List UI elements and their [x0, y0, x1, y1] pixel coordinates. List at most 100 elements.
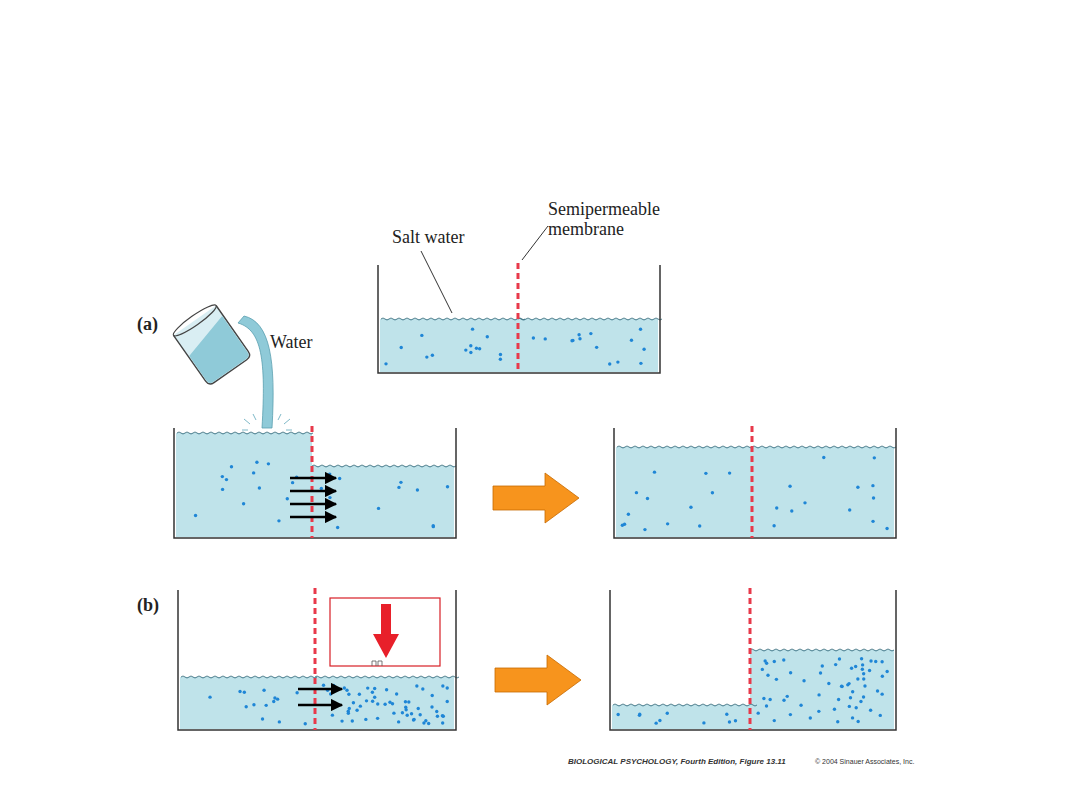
salt-particle [768, 698, 771, 701]
salt-particle [643, 528, 646, 531]
salt-particle [399, 481, 402, 484]
salt-particle [388, 701, 391, 704]
salt-particle [570, 339, 573, 342]
salt-particle [272, 700, 275, 703]
salt-particle [384, 362, 387, 365]
salt-particle [348, 707, 351, 710]
salt-particle [862, 677, 865, 680]
salt-particle [859, 700, 862, 703]
salt-particle [262, 689, 265, 692]
salt-particle [860, 657, 863, 660]
salt-particle [471, 327, 474, 330]
salt-particle [404, 700, 407, 703]
salt-particle [278, 720, 281, 723]
salt-particle [351, 719, 354, 722]
water-surface [315, 676, 459, 678]
salt-particle [397, 720, 400, 723]
salt-particle [757, 711, 760, 714]
flow-arrow [290, 490, 336, 493]
semipermeable-membrane [311, 426, 314, 538]
water-surface [613, 704, 757, 706]
salt-particle [208, 695, 211, 698]
salt-particle [347, 693, 350, 696]
result-arrow [493, 473, 579, 523]
salt-particle [639, 362, 642, 365]
salt-particle [885, 670, 888, 673]
salt-particle [446, 686, 449, 689]
water-surface [750, 649, 894, 651]
salt-particle [345, 689, 348, 692]
salt-particle [658, 719, 661, 722]
salt-particle [436, 715, 439, 718]
salt-particle [666, 712, 669, 715]
salt-particle [383, 703, 386, 706]
salt-particle [789, 713, 792, 716]
salt-particle [847, 682, 850, 685]
salt-particle [775, 506, 778, 509]
salt-particle [432, 524, 435, 527]
beaker [171, 301, 252, 386]
salt-particle [880, 660, 883, 663]
water [752, 447, 894, 537]
salt-particle [861, 668, 864, 671]
salt-particle [766, 674, 769, 677]
salt-particle [849, 696, 852, 699]
water [518, 319, 658, 372]
copyright-note: © 2004 Sinauer Associates, Inc. [815, 758, 914, 765]
salt-particle [790, 509, 793, 512]
semipermeable-membrane [749, 588, 752, 730]
salt-particle [799, 703, 802, 706]
leader-line [421, 251, 452, 313]
panel-letter: (b) [137, 596, 159, 616]
salt-particle [817, 693, 820, 696]
salt-particle [638, 713, 641, 716]
salt-particle [589, 332, 592, 335]
salt-particle [775, 678, 778, 681]
salt-particle [623, 523, 626, 526]
salt-particle [373, 687, 376, 690]
leader-line [522, 226, 548, 260]
flow-arrow [298, 704, 342, 707]
salt-particle [416, 488, 419, 491]
salt-particle [431, 354, 434, 357]
salt-particle [627, 513, 630, 516]
result-arrow [495, 655, 581, 705]
salt-particle [817, 710, 820, 713]
salt-particle [221, 475, 224, 478]
salt-particle [418, 713, 421, 716]
salt-particle [639, 327, 642, 330]
salt-particle [446, 485, 449, 488]
salt-particle [328, 472, 331, 475]
salt-particle [880, 692, 883, 695]
salt-particle [385, 688, 388, 691]
salt-particle [432, 525, 435, 528]
salt-particle [404, 708, 407, 711]
salt-particle [879, 714, 882, 717]
salt-particle [577, 333, 580, 336]
salt-particle [238, 690, 241, 693]
salt-particle [252, 703, 255, 706]
salt-particle [255, 461, 258, 464]
salt-particle [365, 699, 368, 702]
panel-letter: (a) [137, 315, 158, 335]
water [612, 705, 750, 729]
salt-particle [881, 675, 884, 678]
salt-particle [320, 487, 323, 490]
water [750, 650, 894, 729]
salt-particle [338, 477, 341, 480]
salt-particle [336, 526, 339, 529]
salt-particle [616, 360, 619, 363]
semipermeable-membrane [314, 588, 317, 730]
water-surface [181, 676, 317, 678]
salt-particle [704, 472, 707, 475]
salt-particle [856, 720, 859, 723]
salt-particle [401, 711, 404, 714]
salt-particle [862, 672, 865, 675]
salt-particle [827, 682, 830, 685]
salt-particle [430, 705, 433, 708]
salt-particle [642, 348, 645, 351]
salt-particle [809, 716, 812, 719]
salt-particle [304, 722, 307, 725]
salt-particle [819, 671, 822, 674]
salt-particle [698, 524, 701, 527]
